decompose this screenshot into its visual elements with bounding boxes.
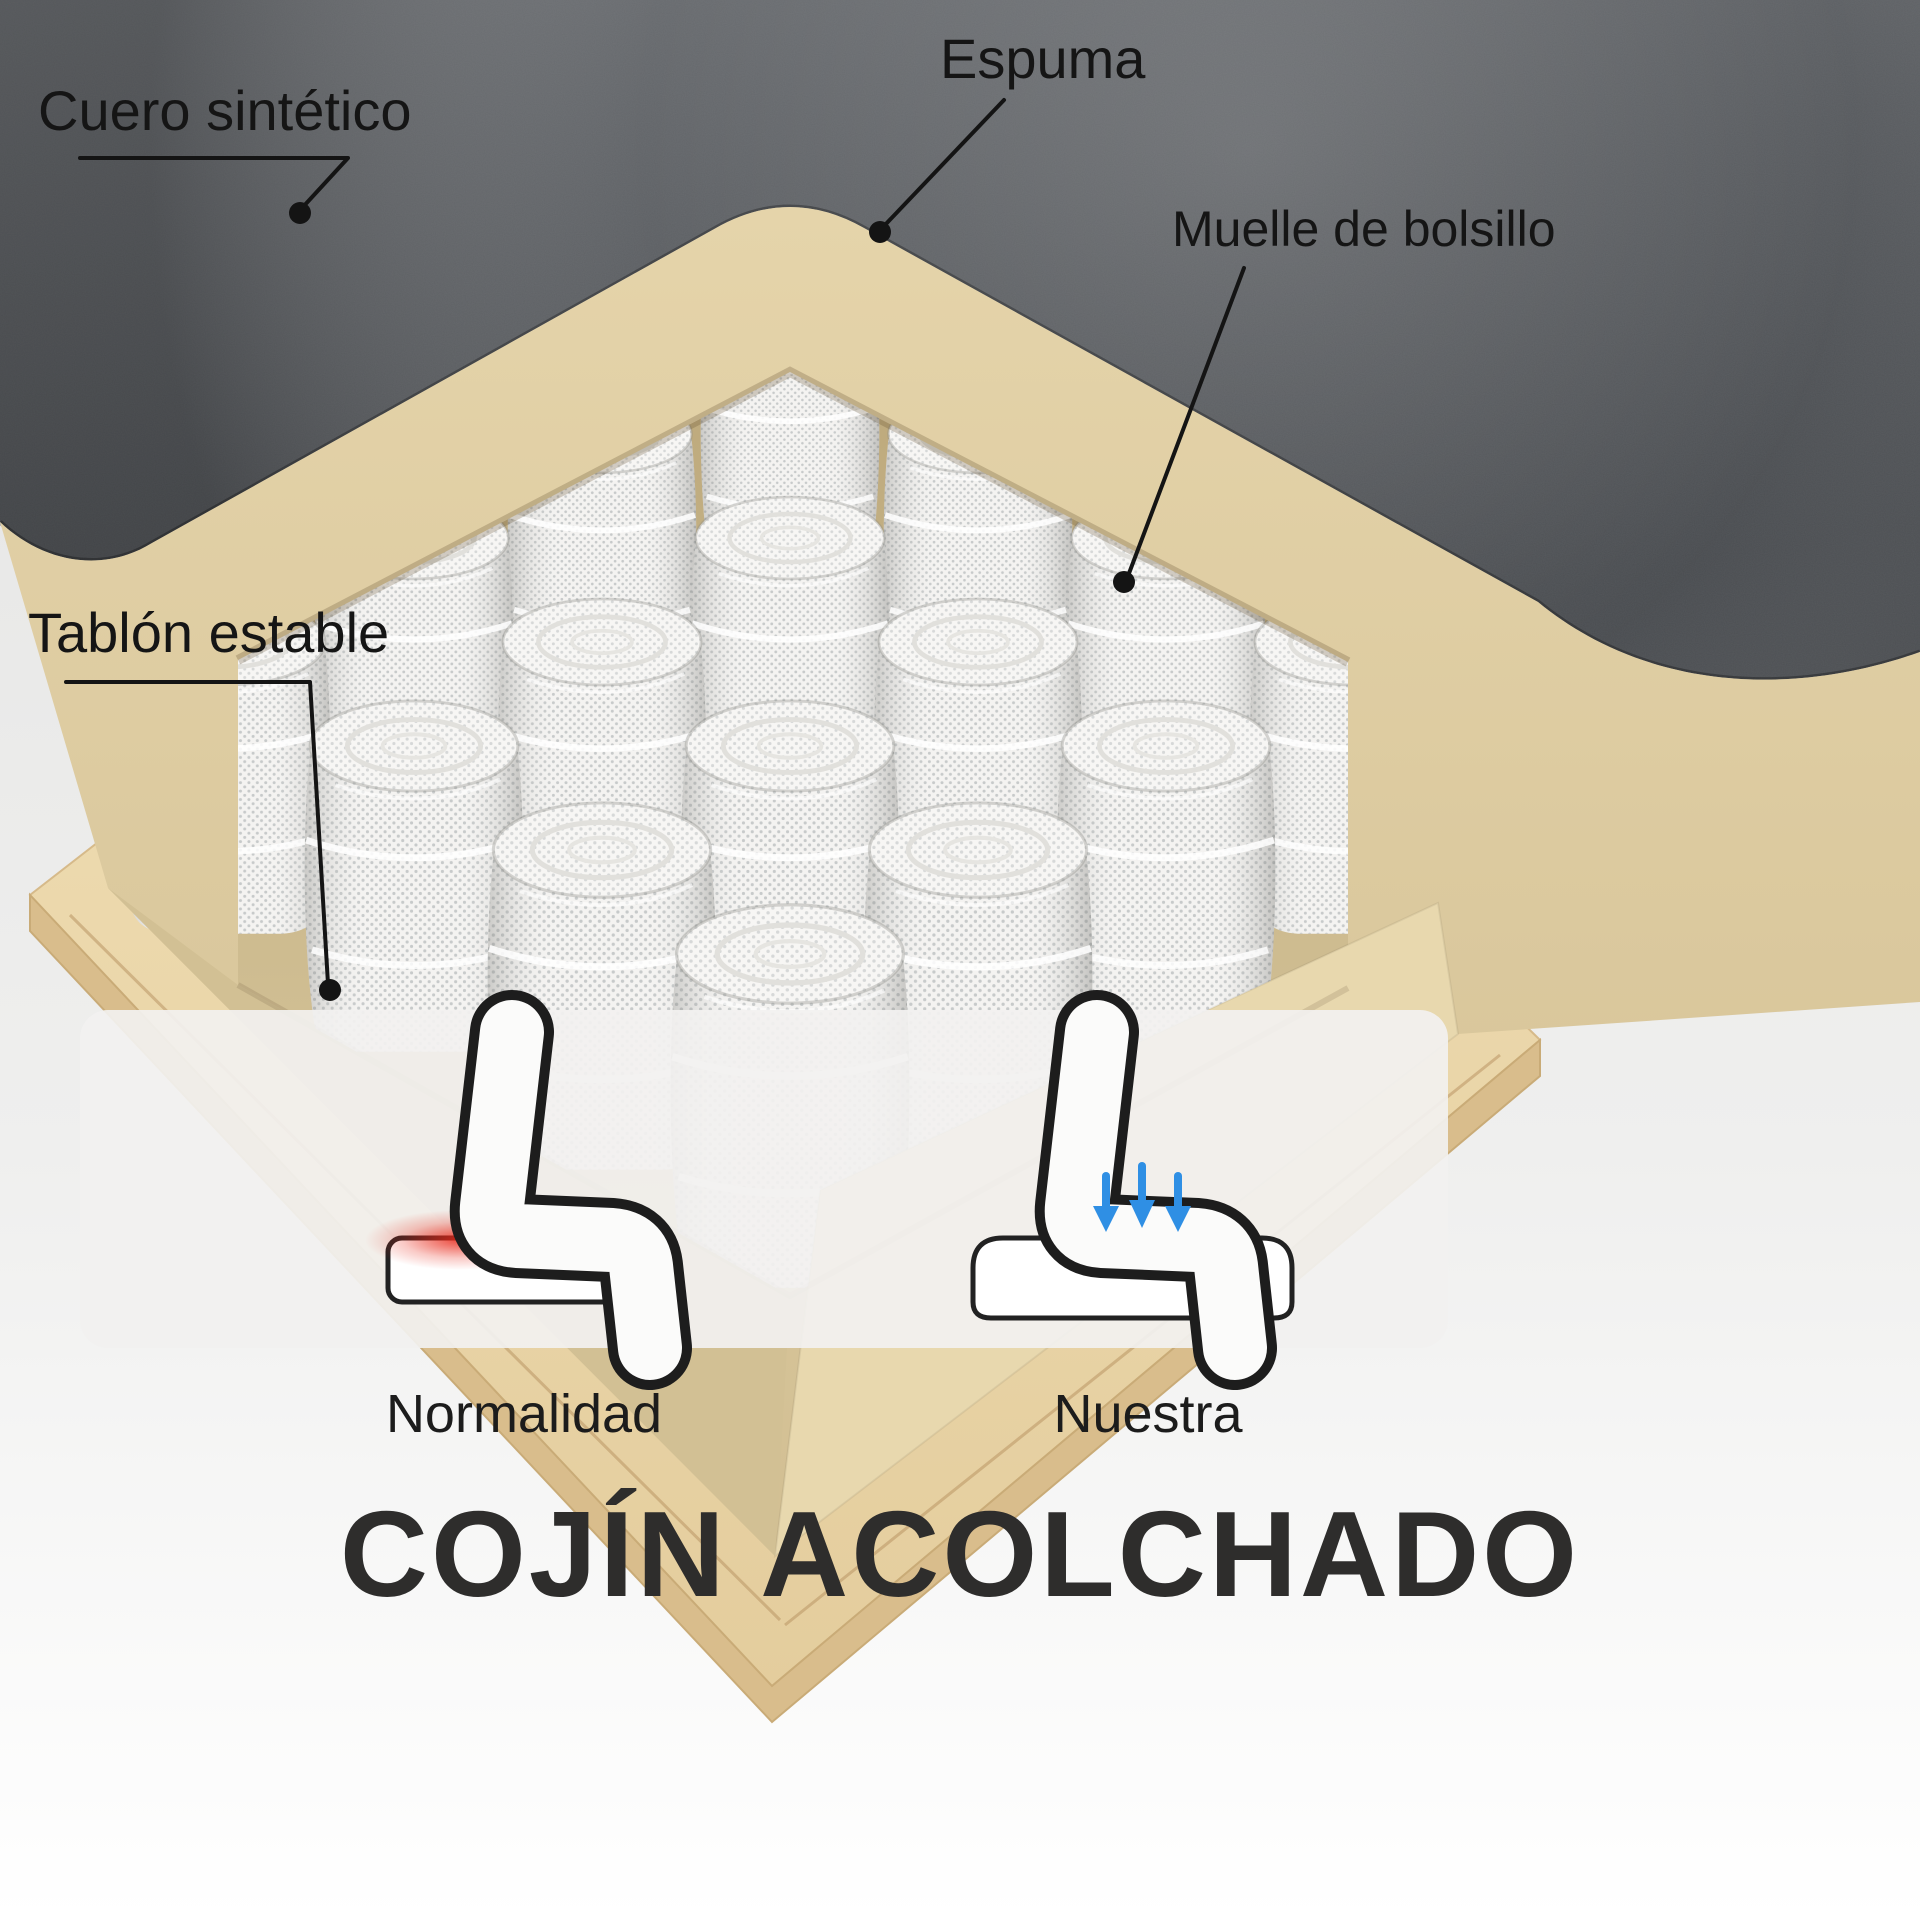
- callout-stable-board: Tablón estable: [28, 601, 389, 1001]
- callout-pocket-spring: Muelle de bolsillo: [1113, 201, 1556, 593]
- leader-line: [882, 98, 1006, 228]
- seated-figure: [1044, 1000, 1267, 1380]
- leader-line: [1126, 266, 1246, 578]
- ours-label: Nuestra: [1053, 1384, 1243, 1444]
- callout-dot: [319, 979, 341, 1001]
- comparison-ours: [970, 990, 1295, 1390]
- down-arrows-icon: [1093, 1162, 1191, 1232]
- leader-line: [78, 156, 350, 210]
- callout-dot: [1113, 571, 1135, 593]
- synthetic-leather-label: Cuero sintético: [38, 79, 412, 142]
- callout-foam: Espuma: [869, 27, 1146, 243]
- callout-dot: [289, 202, 311, 224]
- seated-figure: [459, 1000, 682, 1380]
- callout-synthetic-leather: Cuero sintético: [38, 79, 412, 224]
- page-title: COJÍN ACOLCHADO: [340, 1486, 1580, 1622]
- pocket-spring-label: Muelle de bolsillo: [1172, 201, 1556, 257]
- normal-label: Normalidad: [386, 1384, 662, 1444]
- comparison-normal: [365, 990, 692, 1390]
- leather-sheen: [0, 0, 1920, 680]
- callout-dot: [869, 221, 891, 243]
- foam-label: Espuma: [940, 27, 1146, 90]
- leader-line: [64, 680, 330, 986]
- foam-inner-crease: [235, 366, 1351, 667]
- leather-surface: [0, 0, 1920, 683]
- stable-board-label: Tablón estable: [28, 601, 389, 664]
